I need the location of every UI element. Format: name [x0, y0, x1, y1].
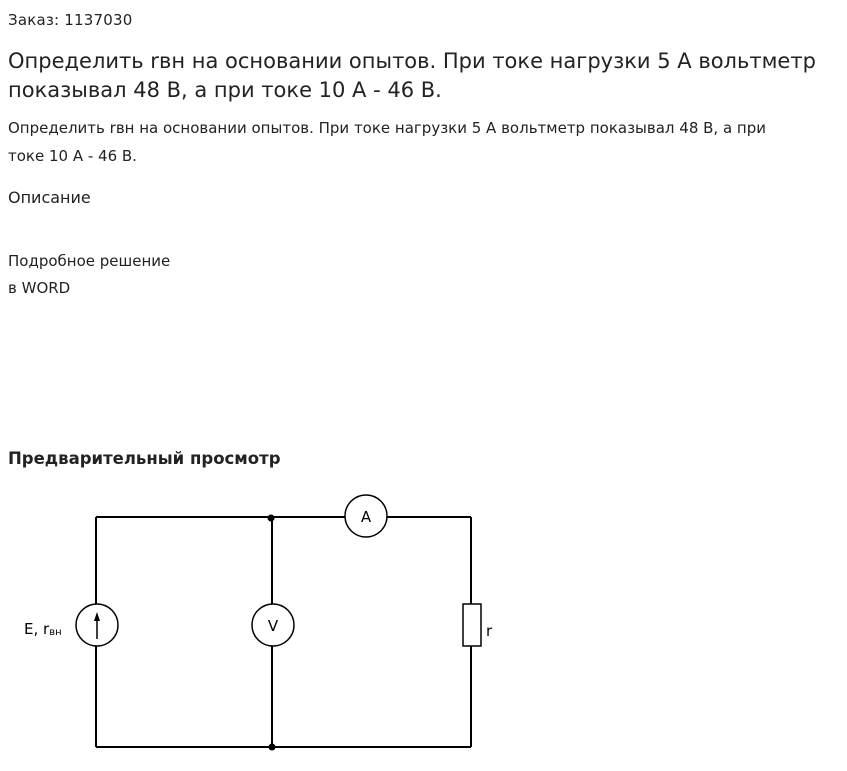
- voltmeter: V: [251, 603, 295, 647]
- voltmeter-circle: [251, 603, 295, 647]
- ammeter-label: A: [361, 508, 372, 526]
- description-heading: Описание: [8, 188, 91, 207]
- ammeter: A: [344, 494, 388, 538]
- order-number: Заказ: 1137030: [8, 11, 133, 29]
- resistor-body: [462, 603, 482, 647]
- emf-source: [75, 603, 119, 647]
- ammeter-circle: [344, 494, 388, 538]
- source-label: E, rвн: [24, 620, 62, 638]
- solution-line-1: Подробное решение: [8, 252, 171, 270]
- resistor-label: r: [486, 622, 493, 640]
- solution-note: Подробное решение в WORD: [8, 248, 248, 302]
- voltmeter-label: V: [268, 617, 279, 635]
- page-title: Определить rвн на основании опытов. При …: [8, 49, 816, 102]
- solution-line-2: в WORD: [8, 279, 71, 297]
- load-resistor: r: [462, 603, 493, 647]
- preview-heading: Предварительный просмотр: [8, 449, 281, 468]
- junction-top-node: [267, 514, 275, 522]
- junction-bottom-node: [268, 743, 276, 751]
- source-arrow-icon: [94, 612, 100, 621]
- task-description: Определить rвн на основании опытов. При …: [8, 119, 767, 165]
